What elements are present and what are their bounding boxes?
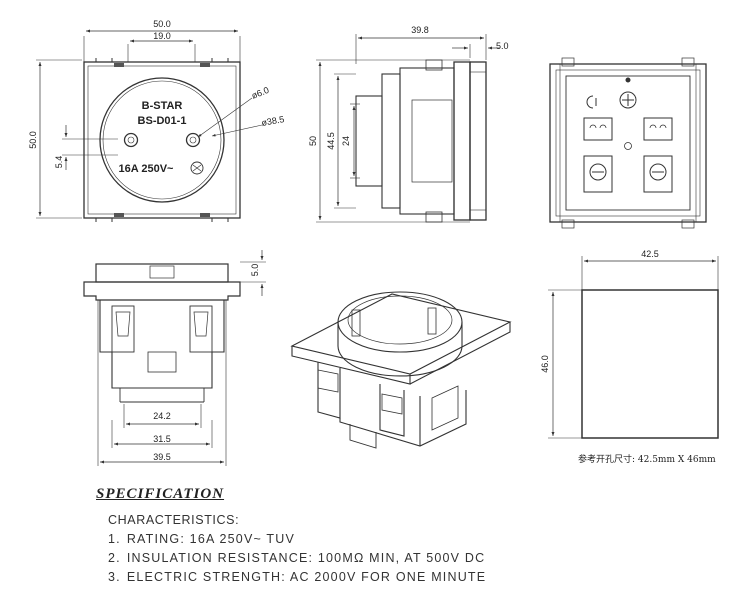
- bottom-flange-dim: 5.0: [250, 264, 260, 277]
- side-inner-height-dim: 44.5: [326, 132, 336, 150]
- side-flange-dim: 5.0: [496, 41, 509, 51]
- bottom-inner-dim: 24.2: [153, 411, 171, 421]
- cutout-rectangle: [581, 289, 719, 439]
- terminal-block-right: [643, 117, 673, 141]
- pin-hole-right: [185, 132, 201, 148]
- model-label: BS-D01-1: [138, 115, 187, 127]
- pin-dia-dim: ø6.0: [250, 85, 270, 101]
- pin-offset-dim: 5.4: [54, 156, 64, 169]
- side-body-height-dim: 24: [341, 136, 351, 146]
- side-depth-dim: 39.8: [411, 25, 429, 35]
- specification-section: SPECIFICATION CHARACTERISTICS: 1.RATING:…: [96, 486, 736, 584]
- earth-screw-icon: [619, 91, 637, 109]
- pin-spacing-dim: 19.0: [153, 31, 171, 41]
- bottom-mid-dim: 31.5: [153, 434, 171, 444]
- spec-item: 1.RATING: 16A 250V~ TUV: [108, 532, 296, 546]
- socket-dia-dim: ø38.5: [261, 114, 285, 128]
- socket-recess: [99, 77, 225, 203]
- bottom-outer-dim: 39.5: [153, 452, 171, 462]
- front-width-dim: 50.0: [153, 19, 171, 29]
- terminal-block-left: [583, 117, 613, 141]
- pin-hole-left: [123, 132, 139, 148]
- panel-cutout-view: 42.5 46.0 参考开孔尺寸: 42.5mm X 46mm: [540, 249, 719, 465]
- side-height-dim: 50: [308, 136, 318, 146]
- cutout-width-dim: 42.5: [641, 249, 659, 259]
- socket-frame: [83, 61, 241, 219]
- front-view: 50.0 19.0 50.0 5.4 B-STAR BS-D01-1 16A 2…: [28, 19, 285, 222]
- specification-title: SPECIFICATION: [96, 486, 225, 502]
- front-height-dim: 50.0: [28, 131, 38, 149]
- terminal-screw-left-icon: [589, 163, 607, 181]
- rating-label: 16A 250V~: [119, 163, 175, 175]
- bottom-view: 5.0 24.2 31.5 39.5: [83, 250, 266, 466]
- tuv-mark-icon: [190, 161, 204, 175]
- cutout-note: 参考开孔尺寸: 42.5mm X 46mm: [578, 453, 716, 465]
- spec-item: 3.ELECTRIC STRENGTH: AC 2000V FOR ONE MI…: [108, 570, 487, 584]
- isometric-view: [290, 291, 512, 449]
- cutout-height-dim: 46.0: [540, 355, 550, 373]
- spec-item: 2.INSULATION RESISTANCE: 100MΩ MIN, AT 5…: [108, 551, 486, 565]
- brand-label: B-STAR: [142, 100, 183, 112]
- side-view: 39.8 5.0 50 44.5 24: [308, 25, 509, 223]
- rear-view: [549, 57, 707, 229]
- terminal-screw-right-icon: [649, 163, 667, 181]
- characteristics-heading: CHARACTERISTICS:: [108, 513, 240, 527]
